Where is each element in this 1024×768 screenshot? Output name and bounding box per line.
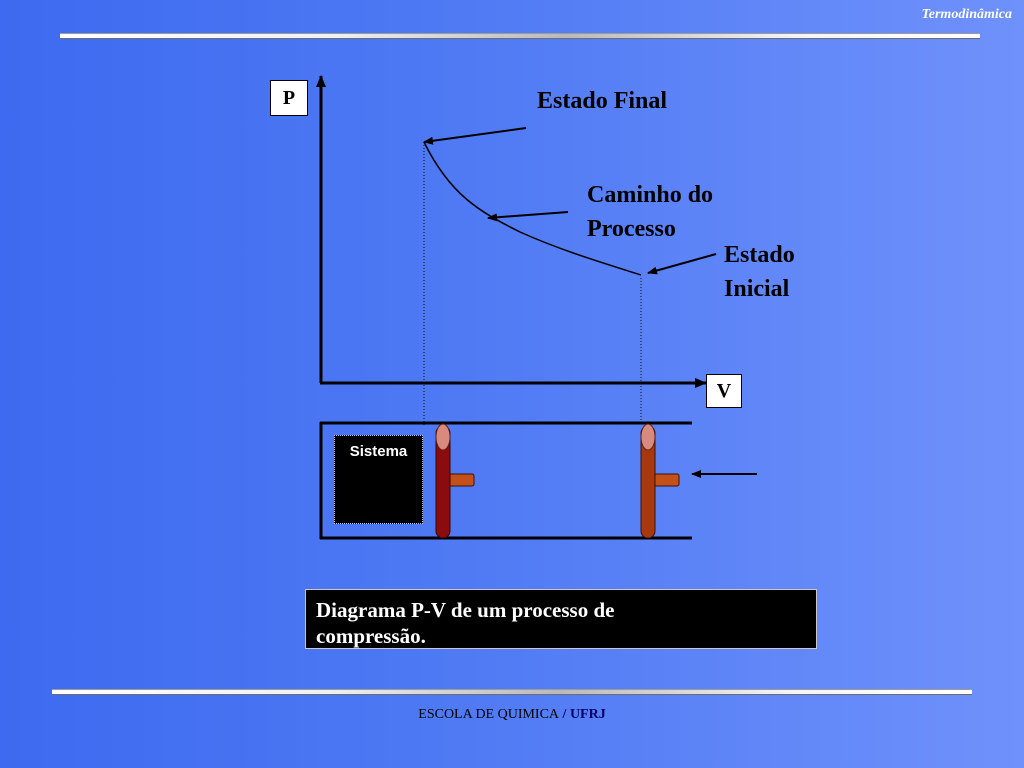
top-divider xyxy=(60,33,980,39)
process-curve xyxy=(423,141,642,276)
x-axis-label: V xyxy=(706,374,742,408)
initial-state-line1: Estado xyxy=(724,242,795,268)
footer-org: UFRJ xyxy=(569,707,606,722)
process-path-label: Caminho do Processo xyxy=(587,178,713,246)
bottom-divider xyxy=(52,689,972,695)
piston-rod xyxy=(448,473,475,487)
process-path-line1: Caminho do xyxy=(587,182,714,208)
process-path-line2: Processo xyxy=(587,216,676,242)
piston-final-position xyxy=(435,423,475,539)
caption-line2: compressão. xyxy=(316,624,426,648)
slide-header-title: Termodinâmica xyxy=(921,7,1013,22)
initial-state-line2: Inicial xyxy=(724,276,790,302)
piston-cap xyxy=(640,423,656,451)
piston-initial-position xyxy=(640,423,680,539)
initial-state-arrow xyxy=(647,253,717,275)
caption-line1: Diagrama P-V de um processo de xyxy=(316,598,615,622)
system-box: Sistema xyxy=(334,435,423,524)
final-state-label: Estado Final xyxy=(537,84,667,118)
caption-box: Diagrama P-V de um processo de compressã… xyxy=(305,589,817,649)
final-state-arrow xyxy=(423,127,527,145)
footer-school: ESCOLA DE QUIMICA xyxy=(418,707,560,722)
system-label: Sistema xyxy=(349,443,408,460)
piston-cap xyxy=(435,423,451,451)
process-path-arrow xyxy=(487,211,569,222)
y-axis-label: P xyxy=(270,80,308,116)
piston-rod xyxy=(653,473,680,487)
footer: ESCOLA DE QUIMICA / UFRJ xyxy=(0,707,1024,723)
initial-state-label: Estado Inicial xyxy=(724,238,795,306)
final-state-text: Estado Final xyxy=(537,88,668,114)
footer-separator: / xyxy=(559,707,570,722)
